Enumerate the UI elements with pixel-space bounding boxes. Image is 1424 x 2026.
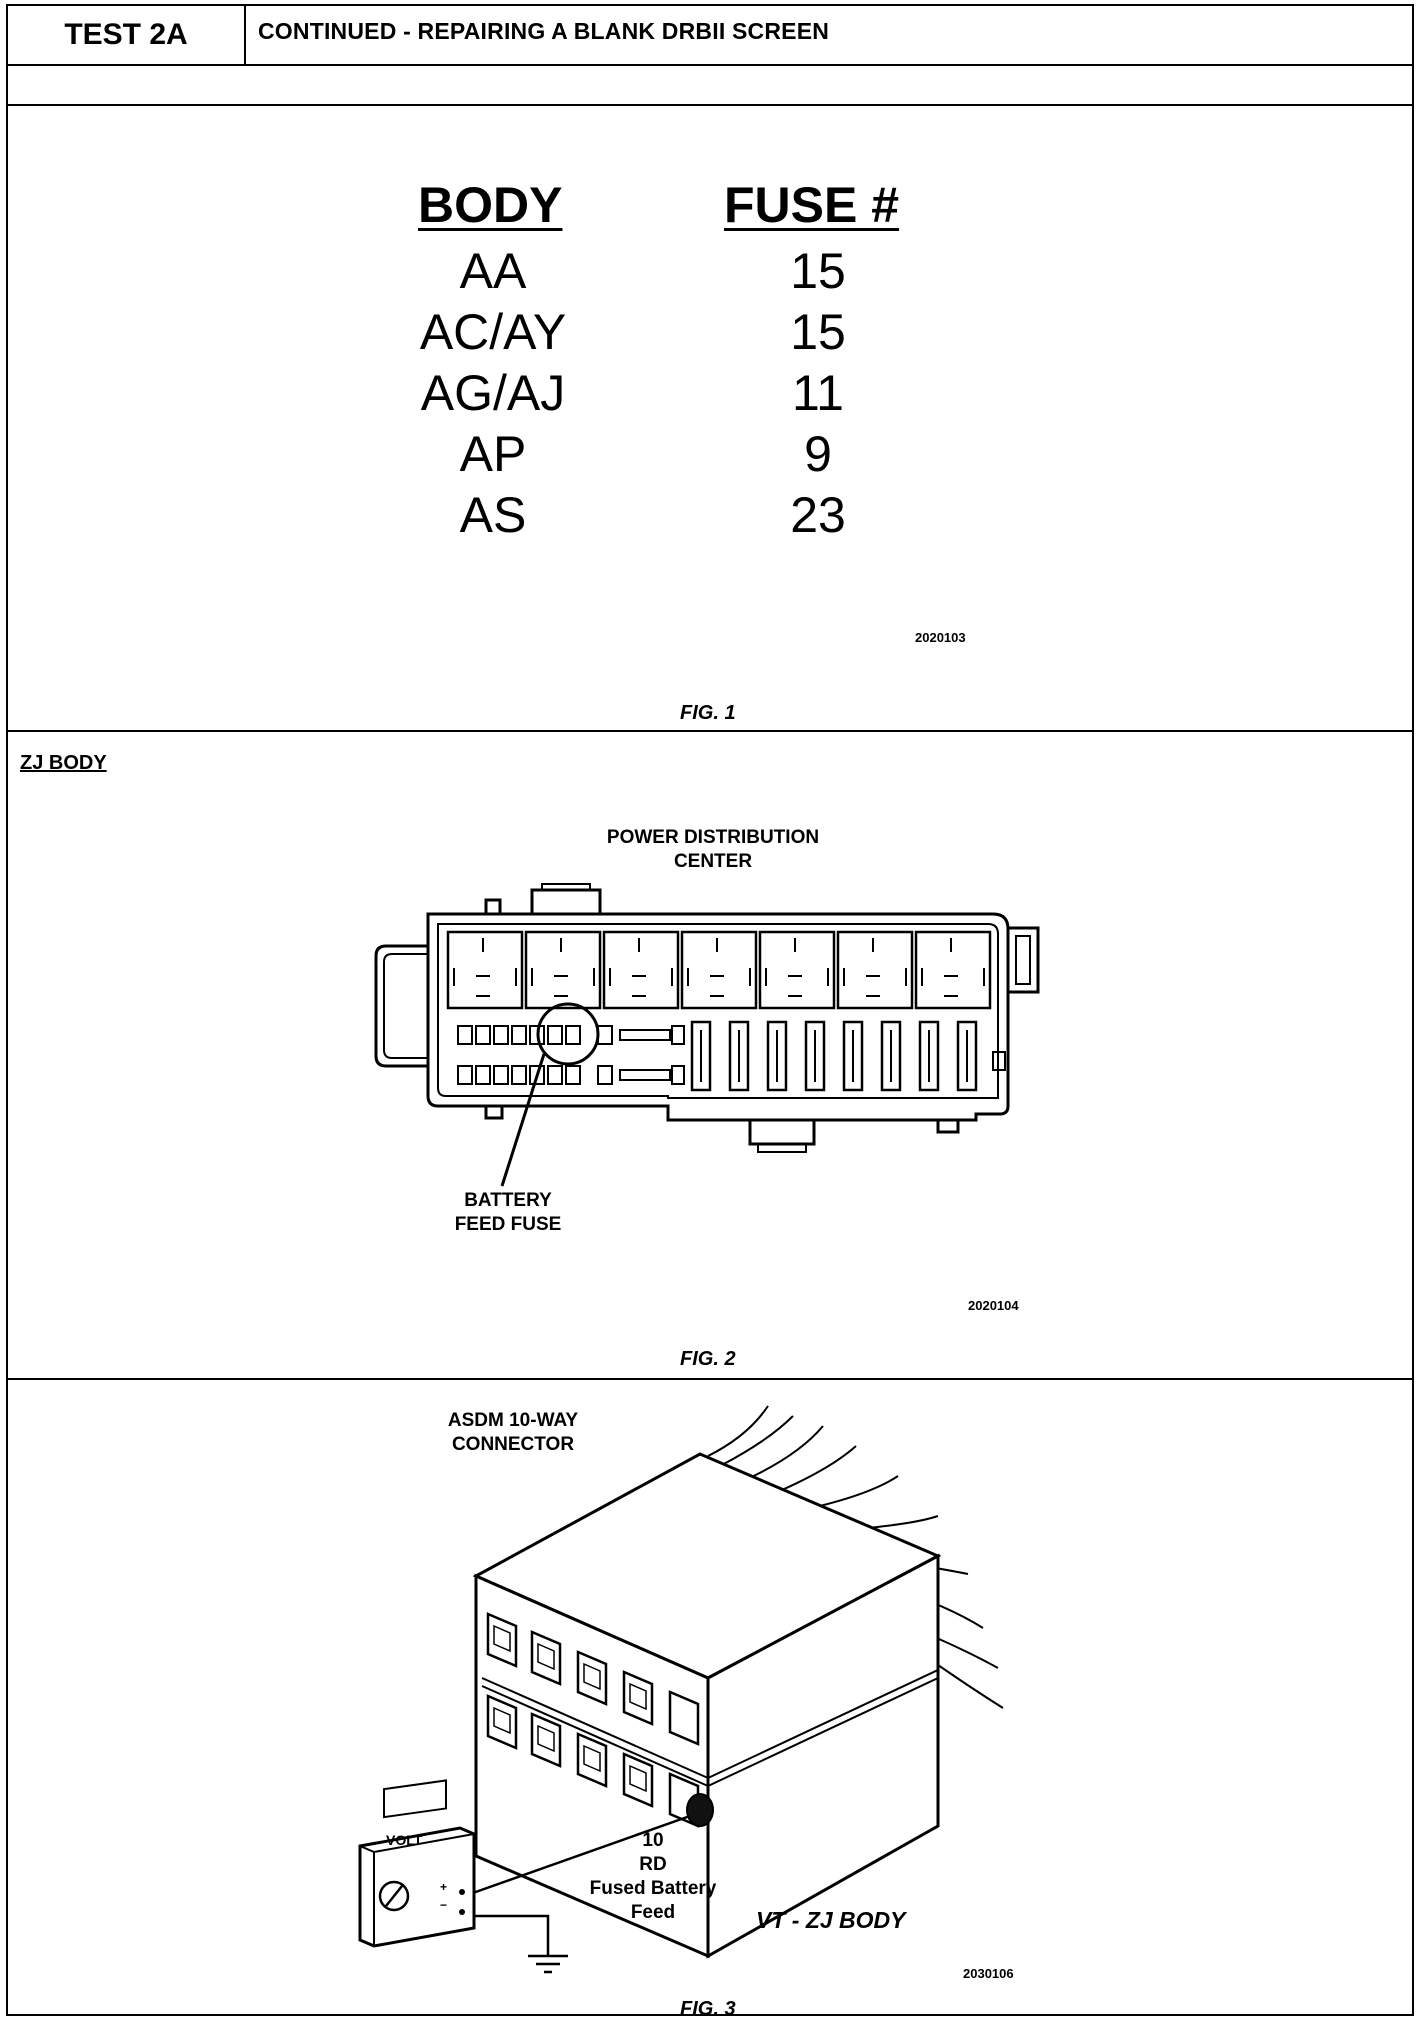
figure-code: 2020104 xyxy=(968,1298,1019,1313)
table-row-fuse: 11 xyxy=(792,365,844,421)
label-line: Fused Battery xyxy=(589,1878,717,1899)
header-spacer xyxy=(8,64,1412,106)
table-row-fuse: 15 xyxy=(790,304,846,360)
battery-feed-fuse-callout xyxy=(536,1002,600,1066)
label-line: 10 xyxy=(642,1830,664,1851)
fuse-column-header: FUSE # xyxy=(724,177,900,233)
meter-plus: + xyxy=(440,1880,448,1894)
asdm-connector-drawing xyxy=(358,1405,1004,1974)
label-line: Feed xyxy=(630,1902,676,1923)
wire-label: 10 RD Fused Battery Feed xyxy=(548,1829,758,1925)
table-row-body: AA xyxy=(459,243,527,299)
figure-caption: FIG. 1 xyxy=(680,702,736,724)
test-id: TEST 2A xyxy=(8,6,246,64)
table-row-body: AC/AY xyxy=(419,304,567,360)
section-label: ZJ BODY xyxy=(20,752,107,774)
probe-point xyxy=(686,1793,714,1827)
header-row: TEST 2A CONTINUED - REPAIRING A BLANK DR… xyxy=(8,6,1412,66)
label-line: CONNECTOR xyxy=(451,1434,575,1455)
figure-caption: FIG. 2 xyxy=(680,1348,736,1370)
table-row-body: AP xyxy=(459,426,527,482)
table-row-fuse: 23 xyxy=(790,487,846,543)
meter-minus: − xyxy=(440,1898,448,1912)
table-row-fuse: 15 xyxy=(790,243,846,299)
page-title: CONTINUED - REPAIRING A BLANK DRBII SCRE… xyxy=(258,18,830,44)
body-column-header: BODY xyxy=(418,177,563,233)
pdc-label-line: CENTER xyxy=(673,851,753,872)
power-distribution-center-drawing xyxy=(374,883,1040,1187)
document-page: TEST 2A CONTINUED - REPAIRING A BLANK DR… xyxy=(6,4,1414,2020)
label-line: ASDM 10-WAY xyxy=(447,1410,579,1431)
figure-code: 2030106 xyxy=(963,1966,1014,1981)
table-row-body: AG/AJ xyxy=(420,365,566,421)
table-row-body: AS xyxy=(459,487,527,543)
section-divider xyxy=(8,1378,1412,1380)
pdc-label-line: POWER DISTRIBUTION xyxy=(606,827,820,848)
label-line: BATTERY xyxy=(464,1190,552,1211)
section-divider xyxy=(8,730,1412,732)
figure-code: 2020103 xyxy=(915,630,966,645)
voltmeter xyxy=(358,1779,476,1948)
meter-label: VOLT xyxy=(386,1832,423,1848)
body-note: VT - ZJ BODY xyxy=(756,1907,906,1933)
table-row-fuse: 9 xyxy=(804,426,832,482)
pdc-label: POWER DISTRIBUTION CENTER xyxy=(548,826,878,874)
connector-label: ASDM 10-WAY CONNECTOR xyxy=(388,1409,638,1457)
figure-caption: FIG. 3 xyxy=(680,1998,736,2020)
label-line: RD xyxy=(639,1854,667,1875)
battery-feed-fuse-label: BATTERY FEED FUSE xyxy=(388,1189,628,1237)
label-line: FEED FUSE xyxy=(454,1214,562,1235)
